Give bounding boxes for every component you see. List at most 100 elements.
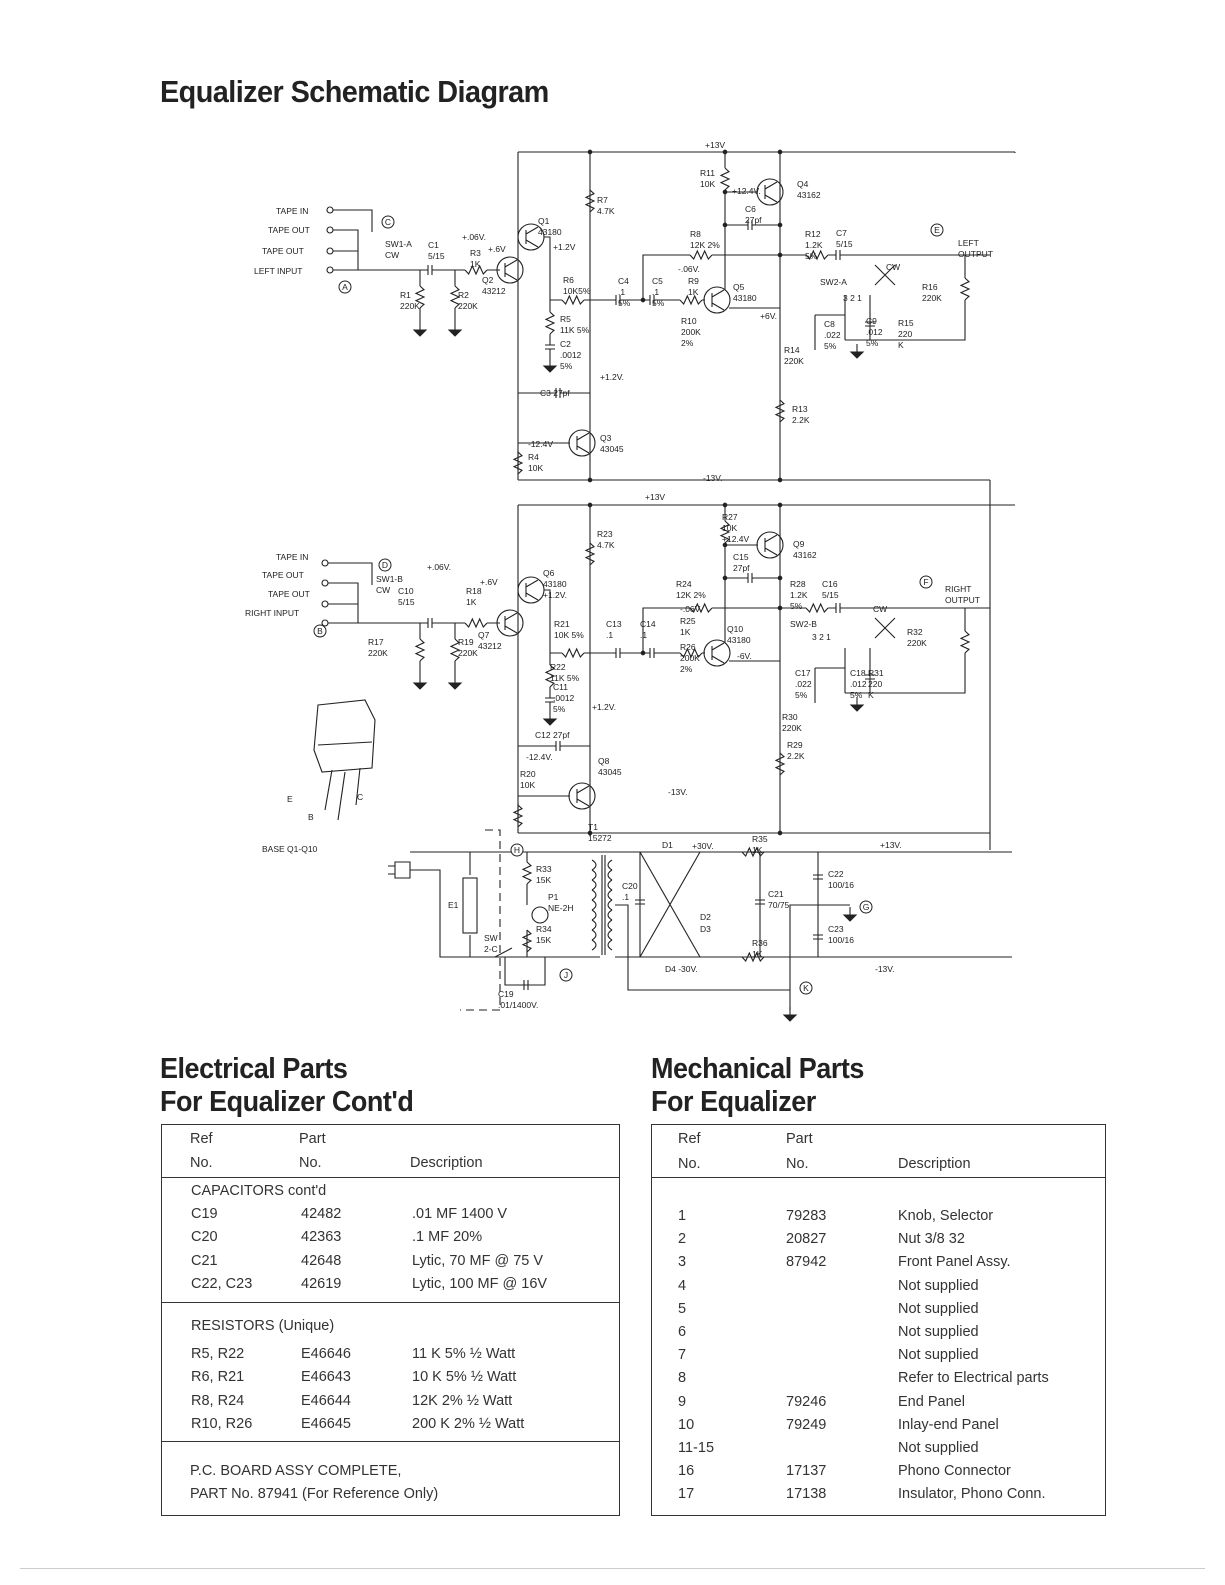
component-label: SW2-A <box>820 277 847 287</box>
transistor-symbol <box>496 256 524 284</box>
component-label-line: +13V <box>645 492 665 502</box>
component-label-line: -6V. <box>737 651 752 661</box>
component-label-line: 220K <box>922 293 942 303</box>
component-label-line: 2.2K <box>787 751 805 761</box>
wire <box>419 623 456 675</box>
component-label: -6V. <box>737 651 752 661</box>
component-label-line: SW <box>484 933 498 943</box>
header-ref: Ref <box>678 1131 701 1147</box>
component-label-line: R21 <box>554 619 570 629</box>
resistor-symbol <box>464 264 488 276</box>
component-label-line: 220K <box>458 301 478 311</box>
component-label-line: RIGHT INPUT <box>245 608 299 618</box>
cell-desc: Not supplied <box>898 1300 979 1317</box>
cell-part: E46643 <box>301 1369 351 1386</box>
component-label-line: +6V. <box>760 311 777 321</box>
resistors-heading: RESISTORS <box>191 1317 275 1334</box>
component-label-line: NE-2H <box>548 903 574 913</box>
cell-ref: 2 <box>678 1231 687 1248</box>
component-label-line: R36 <box>752 938 768 948</box>
transformer-coil <box>607 909 613 921</box>
jack-icon <box>326 226 334 234</box>
e1-symbol <box>462 877 478 934</box>
resistor-symbol <box>464 617 488 629</box>
transistor-symbol <box>703 286 731 314</box>
component-label: CW <box>873 604 887 614</box>
component-label-line: R10 <box>681 316 697 326</box>
component-label-line: 5% <box>824 341 837 351</box>
component-label-line: 5% <box>560 361 573 371</box>
cell-desc: 11 K 5% ½ Watt <box>412 1346 516 1363</box>
test-point-label: K <box>803 983 809 993</box>
cell-part: 87942 <box>786 1254 827 1271</box>
test-point-label: B <box>317 626 323 636</box>
component-label-line: .1 <box>640 630 647 640</box>
component-label-line: 70/75 <box>768 900 790 910</box>
resistor-symbol <box>512 451 524 475</box>
component-label-line: E1 <box>448 900 459 910</box>
electrical-parts-title: Electrical Parts For Equalizer Cont'd <box>160 1053 414 1119</box>
transformer-coil <box>607 919 613 931</box>
component-label-line: CW <box>385 250 399 260</box>
cell-desc: Not supplied <box>898 1277 979 1294</box>
resistor-symbol <box>679 647 703 659</box>
page-title: Equalizer Schematic Diagram <box>160 74 549 109</box>
resistor-symbol <box>689 249 713 261</box>
component-label-line: .022 <box>795 679 812 689</box>
component-label: +12.4V. <box>732 186 761 196</box>
junction-dot <box>777 222 783 228</box>
component-label: TAPE IN <box>276 206 308 216</box>
component-label-line: R2 <box>458 290 469 300</box>
cell-part: 42482 <box>301 1206 342 1223</box>
transformer-coil <box>607 939 613 951</box>
cell-desc: Not supplied <box>898 1323 979 1340</box>
component-label-line: 3 2 1 <box>843 293 862 303</box>
component-label-line: C21 <box>768 889 784 899</box>
component-label-line: 4.7K <box>597 540 615 550</box>
component-label-line: 1K <box>470 259 481 269</box>
component-label-line: 27pf <box>733 563 750 573</box>
transistor-case-drawing <box>313 699 376 821</box>
component-label-line: 5% <box>850 690 863 700</box>
junction-dot <box>722 502 728 508</box>
resistor-symbol <box>741 951 765 963</box>
component-label-line: R14 <box>784 345 800 355</box>
component-label-line: 220K <box>400 301 420 311</box>
wire <box>544 236 705 301</box>
cell-part: E46645 <box>301 1415 351 1432</box>
component-label: -.06V. <box>680 604 702 614</box>
cell-part: 42619 <box>301 1275 342 1292</box>
component-label: -13V. <box>875 964 895 974</box>
component-label-line: +1.2V <box>553 242 576 252</box>
resistor-symbol <box>959 630 971 654</box>
junction-dot <box>640 650 646 656</box>
component-label-line: +12.4V <box>722 534 750 544</box>
capacitors-heading: CAPACITORS <box>191 1183 284 1199</box>
cell-ref: 9 <box>678 1393 687 1410</box>
transformer-coil <box>591 939 597 951</box>
cell-part: 79283 <box>786 1208 827 1224</box>
component-label: 3 2 1 <box>843 293 862 303</box>
transistor-leads <box>504 259 518 281</box>
component-label: TAPE OUT <box>262 570 304 580</box>
component-label-line: C15 <box>733 552 749 562</box>
component-label-line: R31 <box>868 668 884 678</box>
component-label-line: T1 <box>588 822 598 832</box>
cell-desc: Insulator, Phono Conn. <box>898 1486 1046 1503</box>
